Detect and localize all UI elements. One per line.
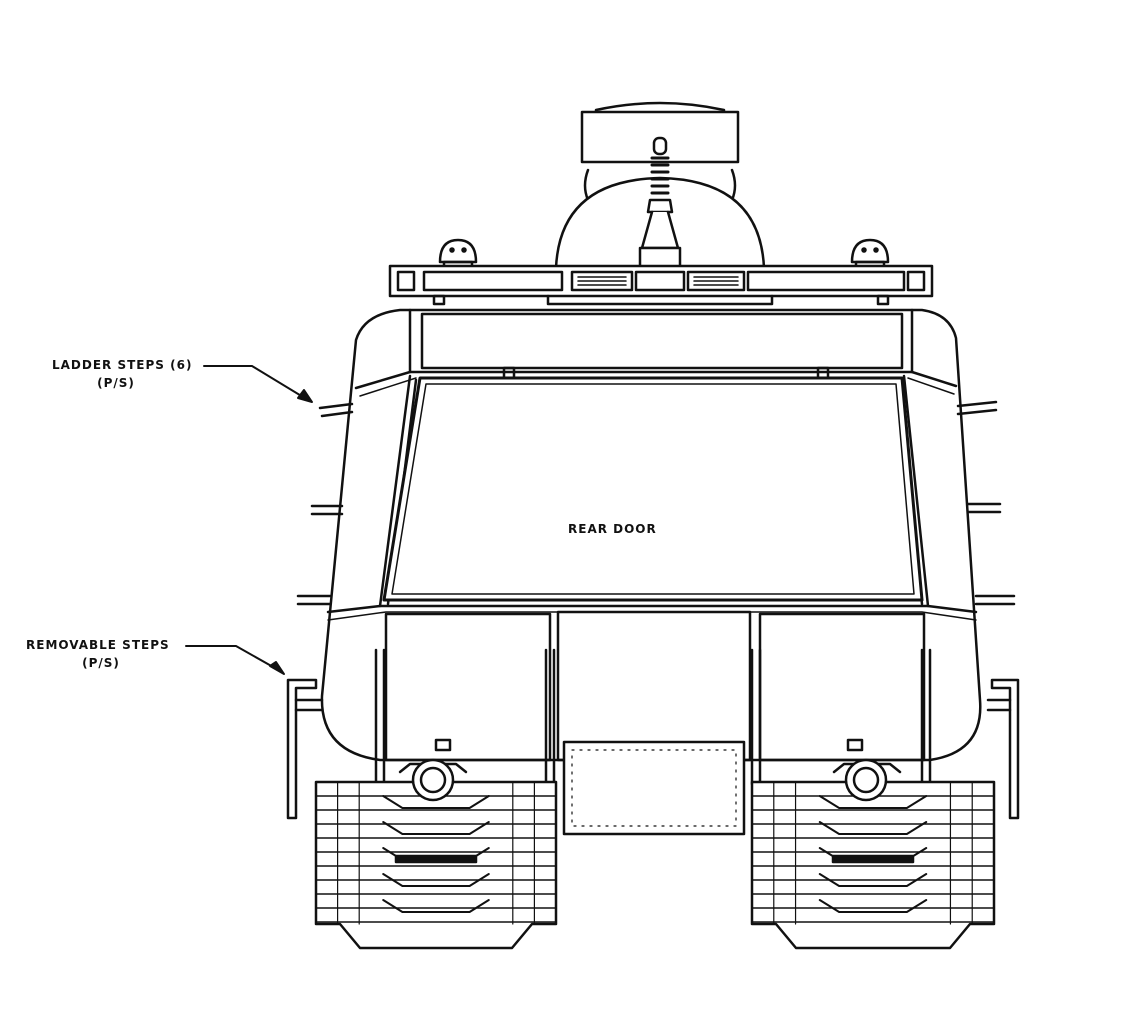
right-track xyxy=(752,782,994,948)
ladder-steps xyxy=(298,402,1014,604)
idler-wheel-left-icon xyxy=(400,760,466,800)
idler-wheel-right-icon xyxy=(834,760,900,800)
roof-turret xyxy=(556,103,764,268)
rear-door xyxy=(384,378,922,600)
ladder-steps-label: LADDER STEPS (6) xyxy=(52,358,193,372)
left-track xyxy=(316,782,556,948)
leader-lines xyxy=(186,366,312,674)
rear-door-label: REAR DOOR xyxy=(568,522,657,536)
removable-steps xyxy=(288,680,1018,818)
ladder-steps-sub-label: (P/S) xyxy=(97,376,135,390)
removable-steps-label: REMOVABLE STEPS xyxy=(26,638,170,652)
lower-panels xyxy=(376,612,930,834)
roof-rack xyxy=(390,266,932,304)
removable-steps-sub-label: (P/S) xyxy=(82,656,120,670)
